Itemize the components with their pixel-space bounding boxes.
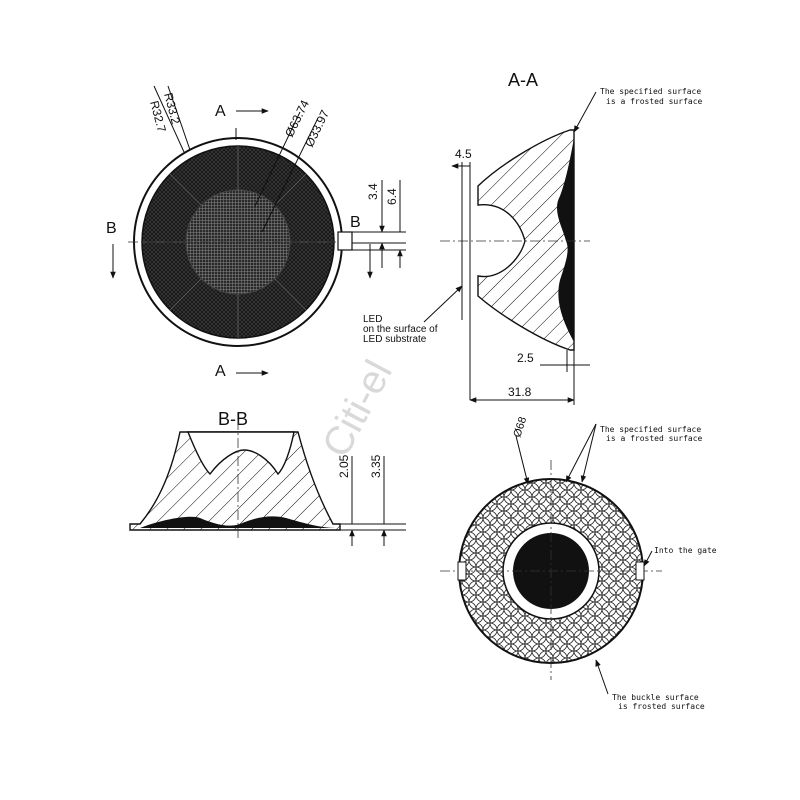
back-view: Ø68 The specified surface is a frosted s… — [440, 415, 717, 711]
aa-frosted-note-line2: is a frosted surface — [606, 97, 703, 106]
dim-d68: Ø68 — [511, 415, 529, 438]
buckle-note-line1: The buckle surface — [612, 693, 699, 702]
dim-2-05: 2.05 — [337, 454, 351, 478]
led-label-line3: LED substrate — [363, 334, 427, 345]
section-a-bottom-label: A — [215, 363, 226, 380]
led-label-line1: LED — [363, 314, 382, 325]
section-a-top-label: A — [215, 103, 226, 120]
section-b-left-label: B — [106, 220, 117, 237]
section-aa: A-A 4.5 31.8 2.5 LED on the surface of L… — [363, 70, 703, 405]
section-bb-title: B-B — [218, 409, 248, 429]
section-bb: B-B 2.05 3.35 — [129, 409, 406, 546]
section-bb-inner-cavity — [186, 431, 295, 476]
led-label-line2: on the surface of — [363, 324, 438, 335]
back-frosted-note-line2: is a frosted surface — [606, 434, 703, 443]
section-aa-title: A-A — [508, 70, 538, 90]
section-bb-dark-base — [140, 516, 336, 528]
dim-2-5: 2.5 — [517, 351, 534, 365]
front-side-tab — [337, 231, 353, 251]
aa-frosted-note-line1: The specified surface — [600, 87, 701, 96]
dim-3-35: 3.35 — [369, 454, 383, 478]
back-frosted-note-line1: The specified surface — [600, 425, 701, 434]
watermark: Citi-el — [314, 353, 401, 464]
dim-3-4: 3.4 — [366, 183, 380, 200]
section-b-right-label: B — [350, 214, 361, 231]
dim-31-8: 31.8 — [508, 385, 532, 399]
section-aa-lens — [477, 129, 575, 351]
dim-4-5: 4.5 — [455, 147, 472, 161]
section-aa-dark-region — [556, 138, 574, 342]
gate-note: Into the gate — [654, 546, 717, 555]
dim-6-4: 6.4 — [385, 188, 399, 205]
buckle-note-line2: is frosted surface — [618, 702, 705, 711]
front-view: A A B B R32.7 R33.2 Ø63.74 Ø33.97 3.4 6.… — [106, 85, 406, 380]
